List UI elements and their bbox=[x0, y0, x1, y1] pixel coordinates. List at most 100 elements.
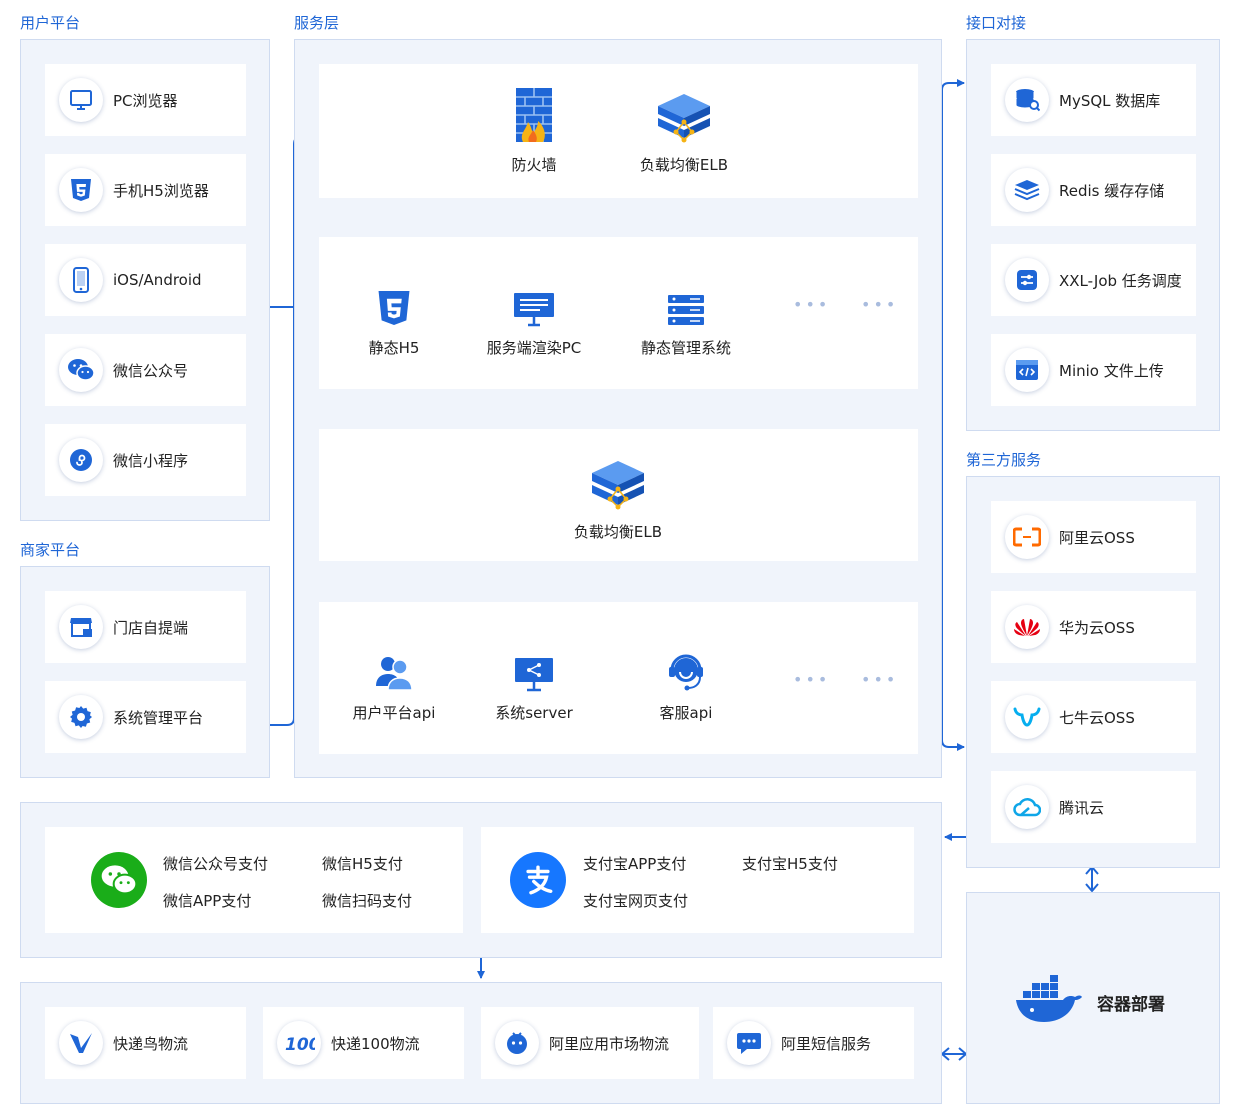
service-load-balancer-1[interactable]: 负载均衡ELB bbox=[599, 84, 769, 175]
payment-method[interactable]: 微信扫码支付 bbox=[322, 892, 413, 910]
logistics-item-label: 快递鸟物流 bbox=[113, 1034, 189, 1053]
logistics-item-label: 阿里应用市场物流 bbox=[549, 1034, 670, 1053]
payment-method[interactable]: 支付宝H5支付 bbox=[742, 855, 838, 873]
more-dots: ••• bbox=[861, 295, 899, 314]
merchant-item-label: 系统管理平台 bbox=[113, 708, 204, 727]
html5-icon bbox=[309, 267, 479, 327]
service-row-load-balancer: 负载均衡ELB bbox=[319, 429, 918, 561]
service-user-api[interactable]: 用户平台api bbox=[309, 632, 479, 723]
load-balancer-icon bbox=[599, 84, 769, 144]
docker-icon bbox=[1015, 975, 1083, 1029]
kdniao-icon bbox=[59, 1021, 103, 1065]
payment-panel: 微信公众号支付 微信H5支付 微信APP支付 微信扫码支付 支付宝APP支付 支… bbox=[20, 802, 942, 958]
payment-method[interactable]: 微信H5支付 bbox=[322, 855, 403, 873]
users-icon bbox=[309, 632, 479, 692]
service-system-server[interactable]: 系统server bbox=[449, 632, 619, 723]
third-party-item-label: 腾讯云 bbox=[1059, 798, 1105, 817]
wechat-pay-icon bbox=[91, 852, 147, 908]
html5-icon bbox=[59, 168, 103, 212]
tencent-cloud-icon bbox=[1005, 785, 1049, 829]
service-static-admin[interactable]: 静态管理系统 bbox=[601, 267, 771, 358]
service-support-api[interactable]: 客服api bbox=[601, 632, 771, 723]
kuaidi100-icon: 100 bbox=[277, 1021, 321, 1065]
service-layer-panel: 防火墙 负载均衡ELB 静态H5 bbox=[294, 39, 942, 778]
service-label: 静态H5 bbox=[368, 339, 420, 357]
server-rack-icon bbox=[601, 267, 771, 327]
service-load-balancer-2[interactable]: 负载均衡ELB bbox=[533, 451, 703, 542]
service-label: 服务端渲染PC bbox=[486, 339, 582, 357]
interface-item-label: XXL-Job 任务调度 bbox=[1059, 271, 1182, 290]
scheduler-icon bbox=[1005, 258, 1049, 302]
user-item-h5-browser[interactable]: 手机H5浏览器 bbox=[45, 154, 246, 226]
user-item-label: 微信公众号 bbox=[113, 361, 189, 380]
container-panel: 容器部署 bbox=[966, 892, 1220, 1104]
interface-item-mysql[interactable]: MySQL 数据库 bbox=[991, 64, 1196, 136]
interface-item-label: MySQL 数据库 bbox=[1059, 91, 1161, 110]
interface-item-label: Minio 文件上传 bbox=[1059, 361, 1164, 380]
merchant-item-admin-platform[interactable]: 系统管理平台 bbox=[45, 681, 246, 753]
user-item-label: 微信小程序 bbox=[113, 451, 189, 470]
interface-item-redis[interactable]: Redis 缓存存储 bbox=[991, 154, 1196, 226]
logistics-item-label: 阿里短信服务 bbox=[781, 1034, 872, 1053]
interface-item-label: Redis 缓存存储 bbox=[1059, 181, 1165, 200]
smartphone-icon bbox=[59, 258, 103, 302]
load-balancer-icon bbox=[533, 451, 703, 511]
service-row-frontend: 静态H5 服务端渲染PC 静态管理系统 ••• ••• bbox=[319, 237, 918, 389]
user-item-label: PC浏览器 bbox=[113, 91, 178, 110]
service-label: 静态管理系统 bbox=[640, 339, 731, 357]
title-interfaces: 接口对接 bbox=[966, 14, 1027, 32]
logistics-item-label: 快递100物流 bbox=[331, 1034, 420, 1053]
logistics-item-aliyun-sms[interactable]: 阿里短信服务 bbox=[713, 1007, 914, 1079]
user-item-label: 手机H5浏览器 bbox=[113, 181, 209, 200]
user-item-ios-android[interactable]: iOS/Android bbox=[45, 244, 246, 316]
title-third-party: 第三方服务 bbox=[966, 451, 1042, 469]
service-label: 用户平台api bbox=[352, 704, 436, 722]
service-ssr-pc[interactable]: 服务端渲染PC bbox=[449, 267, 619, 358]
interfaces-panel: MySQL 数据库 Redis 缓存存储 XXL-Job 任务调度 Minio … bbox=[966, 39, 1220, 431]
title-service-layer: 服务层 bbox=[294, 14, 340, 32]
payment-method[interactable]: 支付宝APP支付 bbox=[583, 855, 687, 873]
service-row-gateway: 防火墙 负载均衡ELB bbox=[319, 64, 918, 198]
third-party-item-label: 七牛云OSS bbox=[1059, 708, 1135, 727]
mini-program-icon bbox=[59, 438, 103, 482]
payment-method[interactable]: 支付宝网页支付 bbox=[583, 892, 689, 910]
alipay-card: 支付宝APP支付 支付宝H5支付 支付宝网页支付 bbox=[481, 827, 914, 933]
title-merchant-platform: 商家平台 bbox=[20, 541, 81, 559]
service-static-h5[interactable]: 静态H5 bbox=[309, 267, 479, 358]
svg-text:100: 100 bbox=[285, 1035, 315, 1054]
user-item-wechat-official[interactable]: 微信公众号 bbox=[45, 334, 246, 406]
connector-merchant-to-service bbox=[270, 300, 295, 726]
logistics-item-kdniao[interactable]: 快递鸟物流 bbox=[45, 1007, 246, 1079]
service-label: 系统server bbox=[495, 704, 573, 722]
double-arrow-thirdparty-container bbox=[1085, 866, 1099, 892]
service-row-backend: 用户平台api 系统server 客服api ••• ••• bbox=[319, 602, 918, 754]
service-label: 负载均衡ELB bbox=[639, 156, 729, 174]
interface-item-minio[interactable]: Minio 文件上传 bbox=[991, 334, 1196, 406]
aliyun-icon bbox=[1005, 515, 1049, 559]
third-party-item-huawei[interactable]: 华为云OSS bbox=[991, 591, 1196, 663]
third-party-item-qiniu[interactable]: 七牛云OSS bbox=[991, 681, 1196, 753]
wechat-pay-card: 微信公众号支付 微信H5支付 微信APP支付 微信扫码支付 bbox=[45, 827, 463, 933]
merchant-platform-panel: 门店自提端 系统管理平台 bbox=[20, 566, 270, 778]
share-monitor-icon bbox=[449, 632, 619, 692]
logistics-item-kuaidi100[interactable]: 100 快递100物流 bbox=[263, 1007, 464, 1079]
interface-item-xxl-job[interactable]: XXL-Job 任务调度 bbox=[991, 244, 1196, 316]
third-party-item-tencent[interactable]: 腾讯云 bbox=[991, 771, 1196, 843]
payment-method[interactable]: 微信公众号支付 bbox=[163, 855, 269, 873]
firewall-icon bbox=[449, 84, 619, 144]
user-item-wechat-miniprogram[interactable]: 微信小程序 bbox=[45, 424, 246, 496]
alipay-icon bbox=[510, 852, 566, 908]
third-party-panel: 阿里云OSS 华为云OSS 七牛云OSS 腾讯云 bbox=[966, 476, 1220, 868]
third-party-item-aliyun[interactable]: 阿里云OSS bbox=[991, 501, 1196, 573]
headset-icon bbox=[601, 632, 771, 692]
service-firewall[interactable]: 防火墙 bbox=[449, 84, 619, 175]
merchant-item-store-pickup[interactable]: 门店自提端 bbox=[45, 591, 246, 663]
user-platform-panel: PC浏览器 手机H5浏览器 iOS/Android 微信公众号 微信小程序 bbox=[20, 39, 270, 521]
logistics-item-aliyun-market[interactable]: 阿里应用市场物流 bbox=[481, 1007, 699, 1079]
server-monitor-icon bbox=[449, 267, 619, 327]
layers-icon bbox=[1005, 168, 1049, 212]
service-label: 客服api bbox=[659, 704, 713, 722]
connector-service-to-thirdparty bbox=[941, 670, 965, 751]
user-item-pc-browser[interactable]: PC浏览器 bbox=[45, 64, 246, 136]
payment-method[interactable]: 微信APP支付 bbox=[163, 892, 252, 910]
